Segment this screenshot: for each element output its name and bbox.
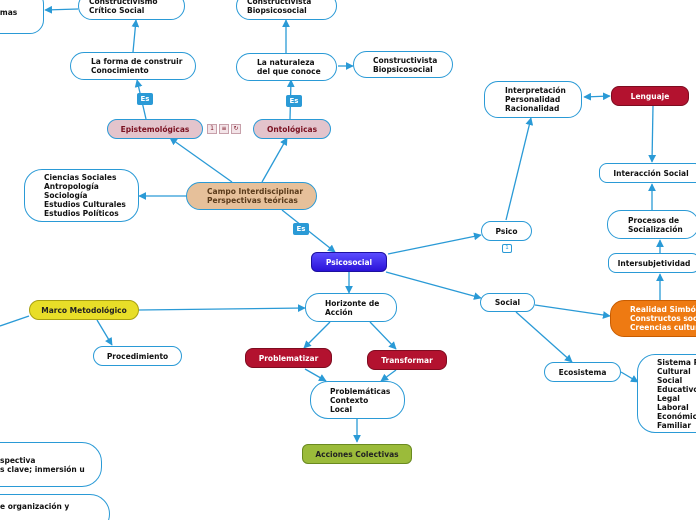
node-sistema-list[interactable]: Sistema P Cultural Social Educativo Lega… xyxy=(637,354,696,433)
node-social[interactable]: Social xyxy=(480,293,535,312)
node-constructivista-biopsicosocial[interactable]: Constructivista Biopsicosocial xyxy=(353,51,453,78)
count-badge: 1 xyxy=(502,244,512,253)
node-psicosocial[interactable]: Psicosocial xyxy=(311,252,387,272)
node-lenguaje[interactable]: Lenguaje xyxy=(611,86,689,106)
node-perspectiva[interactable]: spectiva s clave; inmersión u xyxy=(0,442,102,487)
node-psico[interactable]: Psico xyxy=(481,221,532,241)
node-constructivista-biopsicosocial-top[interactable]: Constructivista Biopsicosocial xyxy=(236,0,337,20)
node-horizonte-accion[interactable]: Horizonte de Acción xyxy=(305,293,397,322)
es-link-label: Es xyxy=(286,95,302,107)
node-realidad-simbolica[interactable]: Realidad Simbólic Constructos socia Cree… xyxy=(610,300,696,337)
node-ontologicas[interactable]: Ontológicas xyxy=(253,119,331,139)
node-constructivismo-critico[interactable]: Constructivismo Crítico Social xyxy=(78,0,185,20)
node-intersubjetividad[interactable]: Intersubjetividad xyxy=(608,253,696,273)
node-problematizar[interactable]: Problematizar xyxy=(245,348,332,368)
es-link-label: Es xyxy=(137,93,153,105)
note-icon[interactable]: 1 xyxy=(207,124,217,134)
node-campo-interdisciplinar[interactable]: Campo Interdisciplinar Perspectivas teór… xyxy=(186,182,317,210)
node-acciones-colectivas[interactable]: Acciones Colectivas xyxy=(302,444,412,464)
node-naturaleza[interactable]: La naturaleza del que conoce xyxy=(236,53,337,81)
node-transformar[interactable]: Transformar xyxy=(367,350,447,370)
node-marco-metodologico[interactable]: Marco Metodológico xyxy=(29,300,139,320)
node-sistemas[interactable]: stemas xyxy=(0,0,44,34)
node-organizacion[interactable]: e organización y xyxy=(0,494,110,520)
link-icon[interactable]: ↻ xyxy=(231,124,241,134)
es-link-label: Es xyxy=(293,223,309,235)
node-procedimiento[interactable]: Procedimiento xyxy=(93,346,182,366)
node-procesos-socializacion[interactable]: Procesos de Socialización xyxy=(607,210,696,239)
node-problematicas[interactable]: Problemáticas Contexto Local xyxy=(310,381,405,419)
node-ecosistema[interactable]: Ecosistema xyxy=(544,362,621,382)
attachment-icons[interactable]: 1 ≡ ↻ xyxy=(207,124,241,134)
node-ciencias-sociales[interactable]: Ciencias Sociales Antropología Sociologí… xyxy=(24,169,139,222)
list-icon[interactable]: ≡ xyxy=(219,124,229,134)
node-forma-construir[interactable]: La forma de construir Conocimiento xyxy=(70,52,196,80)
node-interpretacion[interactable]: Interpretación Personalidad Racionalidad xyxy=(484,81,582,118)
node-epistemologicas[interactable]: Epistemológicas xyxy=(107,119,203,139)
node-interaccion-social[interactable]: Interacción Social xyxy=(599,163,696,183)
